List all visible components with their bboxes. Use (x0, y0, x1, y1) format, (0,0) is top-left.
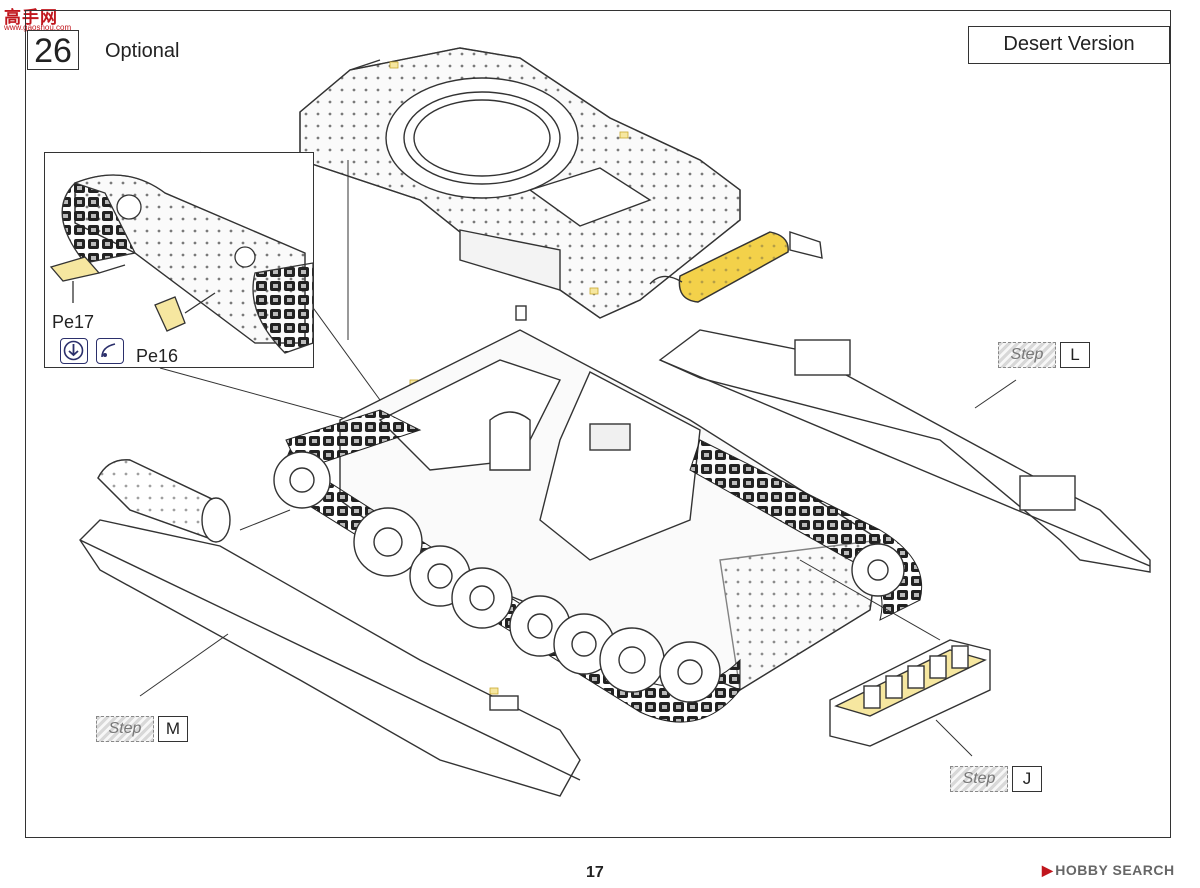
watermark-url: www.gaoshou.com (4, 23, 72, 32)
detail-inset (44, 152, 314, 368)
right-fender (658, 329, 1151, 573)
ammo-rack (829, 639, 991, 747)
lower-hull (339, 305, 881, 692)
step-tag: Step (96, 716, 154, 742)
step-letter: J (1012, 766, 1042, 792)
part-label-pe16: Pe16 (136, 346, 179, 366)
step-tag: Step (998, 342, 1056, 368)
fold-down-icon (60, 338, 88, 364)
step-number: 26 (27, 30, 79, 70)
watermark-logo: 高手网 (4, 8, 58, 27)
version-label: Desert Version (968, 26, 1170, 64)
optional-label: Optional (105, 40, 180, 62)
hobby-search-icon: ▶ (1042, 862, 1054, 878)
inset-drawing (49, 174, 314, 354)
exhaust-muffler (649, 231, 789, 303)
page-number: 17 (586, 864, 604, 881)
part-label-pe17: Pe17 (52, 312, 95, 332)
left-fender (79, 459, 581, 797)
upper-hull-deck (299, 47, 823, 319)
road-wheels (273, 451, 905, 703)
step-tag: Step (950, 766, 1008, 792)
brand-logo: ▶HOBBY SEARCH (1042, 862, 1175, 879)
page-frame (25, 10, 1171, 838)
step-letter: L (1060, 342, 1090, 368)
step-leader-lines (139, 160, 1017, 757)
brand-text: HOBBY SEARCH (1055, 862, 1175, 878)
step-letter: M (158, 716, 188, 742)
bend-tool-icon (96, 338, 124, 364)
